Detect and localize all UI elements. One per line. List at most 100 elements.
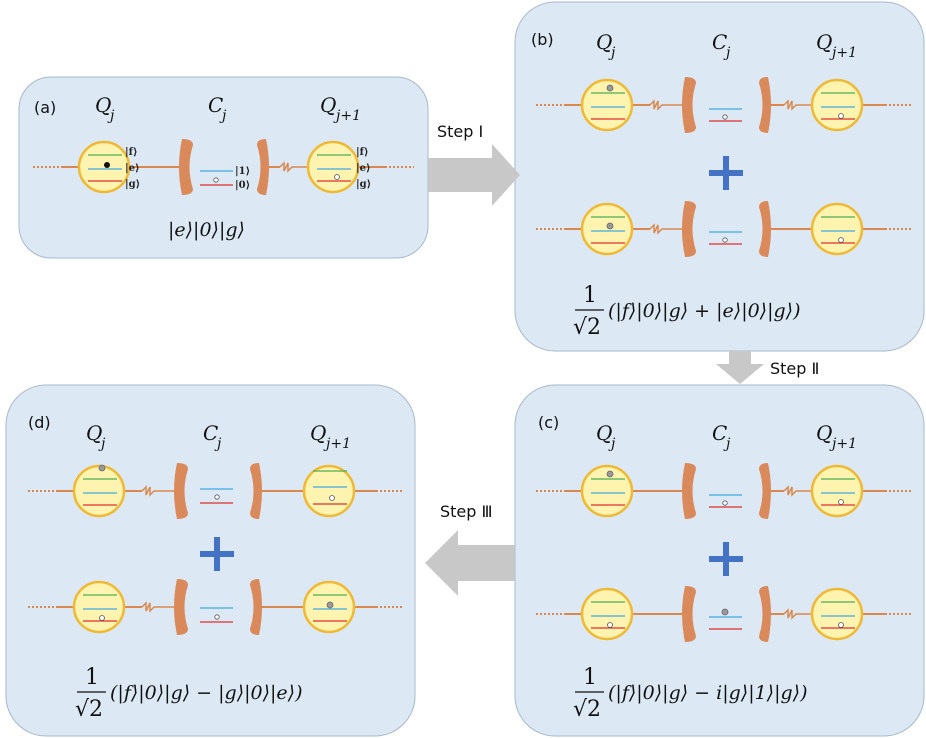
- empty-dot: [214, 614, 220, 620]
- step2-arrow: [716, 351, 764, 384]
- panel-c-state: (|f⟩|0⟩|g⟩ − i|g⟩|1⟩|g⟩): [608, 682, 807, 704]
- qubit-qj: [580, 202, 634, 256]
- empty-dot: [213, 177, 219, 183]
- panel-a-qj1-symbol: Q: [320, 93, 336, 117]
- panel-d-qj-subscript: j: [98, 436, 106, 452]
- cavity-mirror-right: [250, 579, 262, 635]
- panel-c-qj1-symbol: Q: [816, 421, 832, 445]
- coupler-zigzag: [279, 161, 308, 173]
- empty-dot: [838, 622, 844, 628]
- step2-label: Step Ⅱ: [770, 359, 819, 378]
- panel-b-qj-symbol: Q: [596, 30, 612, 54]
- qj-ket-f: |f⟩: [125, 147, 138, 158]
- empty-dot: [722, 500, 728, 506]
- panel-b-label: (b): [531, 30, 554, 49]
- panel-c-cj-symbol: C: [712, 421, 727, 445]
- panel-c-qj-subscript: j: [608, 436, 616, 452]
- panel-b-frac-den: √2: [573, 315, 601, 340]
- panel-a-qj-symbol: Q: [95, 93, 111, 117]
- plus-sign-v: [723, 156, 729, 190]
- cavity-ket-0: |0⟩: [235, 180, 250, 191]
- coupler-zigzag: [649, 99, 682, 111]
- qj-ket-e: |e⟩: [125, 163, 140, 174]
- panel-b-box: [514, 1, 925, 352]
- qubit-qj1: [810, 587, 864, 641]
- panel-a-qj1-subscript: j+1: [333, 108, 361, 124]
- panel-c: (c) Q j C j Q j+1: [536, 413, 912, 722]
- empty-dot: [607, 622, 613, 628]
- panel-b-cj-symbol: C: [712, 30, 727, 54]
- step3-arrow: [425, 530, 515, 596]
- coupler-zigzag: [649, 223, 682, 235]
- panel-c-qj1-subscript: j+1: [829, 436, 857, 452]
- panel-d-state: (|f⟩|0⟩|g⟩ − |g⟩|0⟩|e⟩): [110, 682, 303, 704]
- population-dot: [98, 464, 106, 472]
- coupler-zigzag: [783, 99, 812, 111]
- empty-dot: [214, 494, 220, 500]
- coupler-zigzag: [783, 485, 812, 497]
- qubit-qj1: [302, 464, 356, 518]
- panel-d-qj-symbol: Q: [86, 421, 102, 445]
- panel-d-frac-den: √2: [75, 697, 103, 722]
- population-dot: [606, 470, 614, 478]
- panel-c-frac-den: √2: [573, 697, 601, 722]
- population-dot: [104, 162, 110, 168]
- qj1-ket-f: |f⟩: [356, 147, 369, 158]
- population-dot: [606, 222, 614, 230]
- panel-d-frac-num: 1: [85, 665, 99, 690]
- empty-dot: [722, 237, 728, 243]
- empty-dot: [334, 174, 340, 180]
- panel-b-cj-subscript: j: [723, 45, 731, 61]
- panel-b: (b) Q j C j Q j+1: [531, 30, 912, 340]
- qj-ket-g: |g⟩: [125, 179, 140, 190]
- cavity-mirror-right: [759, 201, 771, 257]
- panel-b-qj1-symbol: Q: [816, 30, 832, 54]
- qubit-qj1: [810, 464, 864, 518]
- cavity-mirror-left: [174, 579, 188, 635]
- empty-dot: [838, 499, 844, 505]
- cavity-mirror-right: [759, 463, 771, 519]
- panel-d-cj-symbol: C: [203, 421, 218, 445]
- panel-a-qj-subscript: j: [107, 108, 115, 124]
- step1-label: Step Ⅰ: [437, 122, 483, 141]
- panel-d-qj1-symbol: Q: [310, 421, 326, 445]
- cavity-mirror-right: [759, 77, 771, 133]
- population-dot: [326, 601, 334, 609]
- cavity-mirror-right: [759, 586, 771, 642]
- panel-b-frac-num: 1: [583, 283, 597, 308]
- empty-dot: [99, 615, 105, 621]
- cavity-mirror-left: [179, 139, 193, 195]
- panel-d: (d) Q j C j Q j+1: [28, 413, 402, 722]
- panel-d-label: (d): [28, 413, 51, 432]
- step1-arrow: [428, 144, 520, 206]
- panel-a-label: (a): [34, 98, 56, 117]
- cavity-mirror-left: [682, 463, 696, 519]
- qubit-qj1: [810, 202, 864, 256]
- population-dot: [606, 84, 614, 92]
- panel-c-label: (c): [538, 413, 559, 432]
- empty-dot: [838, 237, 844, 243]
- panel-a-state: |e⟩|0⟩|g⟩: [168, 219, 245, 241]
- qubit-qj1: [306, 140, 360, 194]
- panel-d-cj-subscript: j: [214, 436, 222, 452]
- panel-c-frac-num: 1: [583, 665, 597, 690]
- qj1-ket-g: |g⟩: [356, 179, 371, 190]
- empty-dot: [329, 495, 335, 501]
- cavity-mirror-left: [682, 201, 696, 257]
- cavity-ket-1: |1⟩: [235, 166, 250, 177]
- qubit-qj: [77, 140, 131, 194]
- cavity-mirror-left: [682, 77, 696, 133]
- qubit-qj: [72, 580, 126, 634]
- panel-a-cj-subscript: j: [219, 108, 227, 124]
- qubit-qj: [580, 587, 634, 641]
- empty-dot: [838, 113, 844, 119]
- empty-dot: [722, 114, 728, 120]
- cavity-mirror-right: [257, 139, 269, 195]
- coupler-zigzag: [141, 485, 174, 497]
- plus-sign-v: [214, 537, 220, 571]
- panel-b-state: (|f⟩|0⟩|g⟩ + |e⟩|0⟩|g⟩): [608, 300, 801, 322]
- coupler-zigzag: [783, 608, 812, 620]
- qubit-qj: [72, 464, 126, 518]
- step3-label: Step Ⅲ: [440, 502, 493, 521]
- panel-d-qj1-subscript: j+1: [323, 436, 351, 452]
